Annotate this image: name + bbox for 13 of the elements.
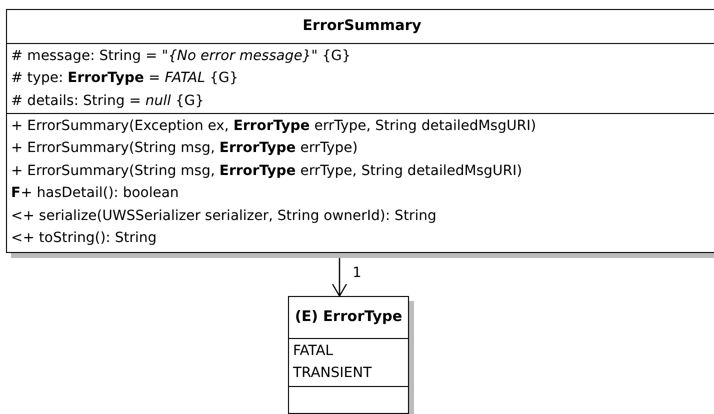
enum-value: TRANSIENT [293,364,372,384]
class-name: (E) ErrorType [294,308,402,328]
attribute-text: # details: String = null {G} [11,92,204,111]
operation-text: F+ hasDetail(): boolean [11,184,179,204]
operation-text: <+ serialize(UWSSerializer serializer, String ownerId): String [11,206,436,226]
attribute-text: # type: ErrorType = FATAL {G} [11,69,238,88]
enum-value: FATAL [293,342,334,361]
operation-text: <+ toString(): String [11,229,157,248]
operation-text: + ErrorSummary(String msg, ErrorType errType) [11,139,358,158]
operation-text: + ErrorSummary(Exception ex, ErrorType errType, String detailedMsgURI) [11,117,536,136]
class-name: ErrorSummary [302,17,422,36]
attribute-text: # message: String = "{No error message}" {G} [11,47,351,66]
operation-text: + ErrorSummary(String msg, ErrorType errType, String detailedMsgURI) [11,162,522,181]
